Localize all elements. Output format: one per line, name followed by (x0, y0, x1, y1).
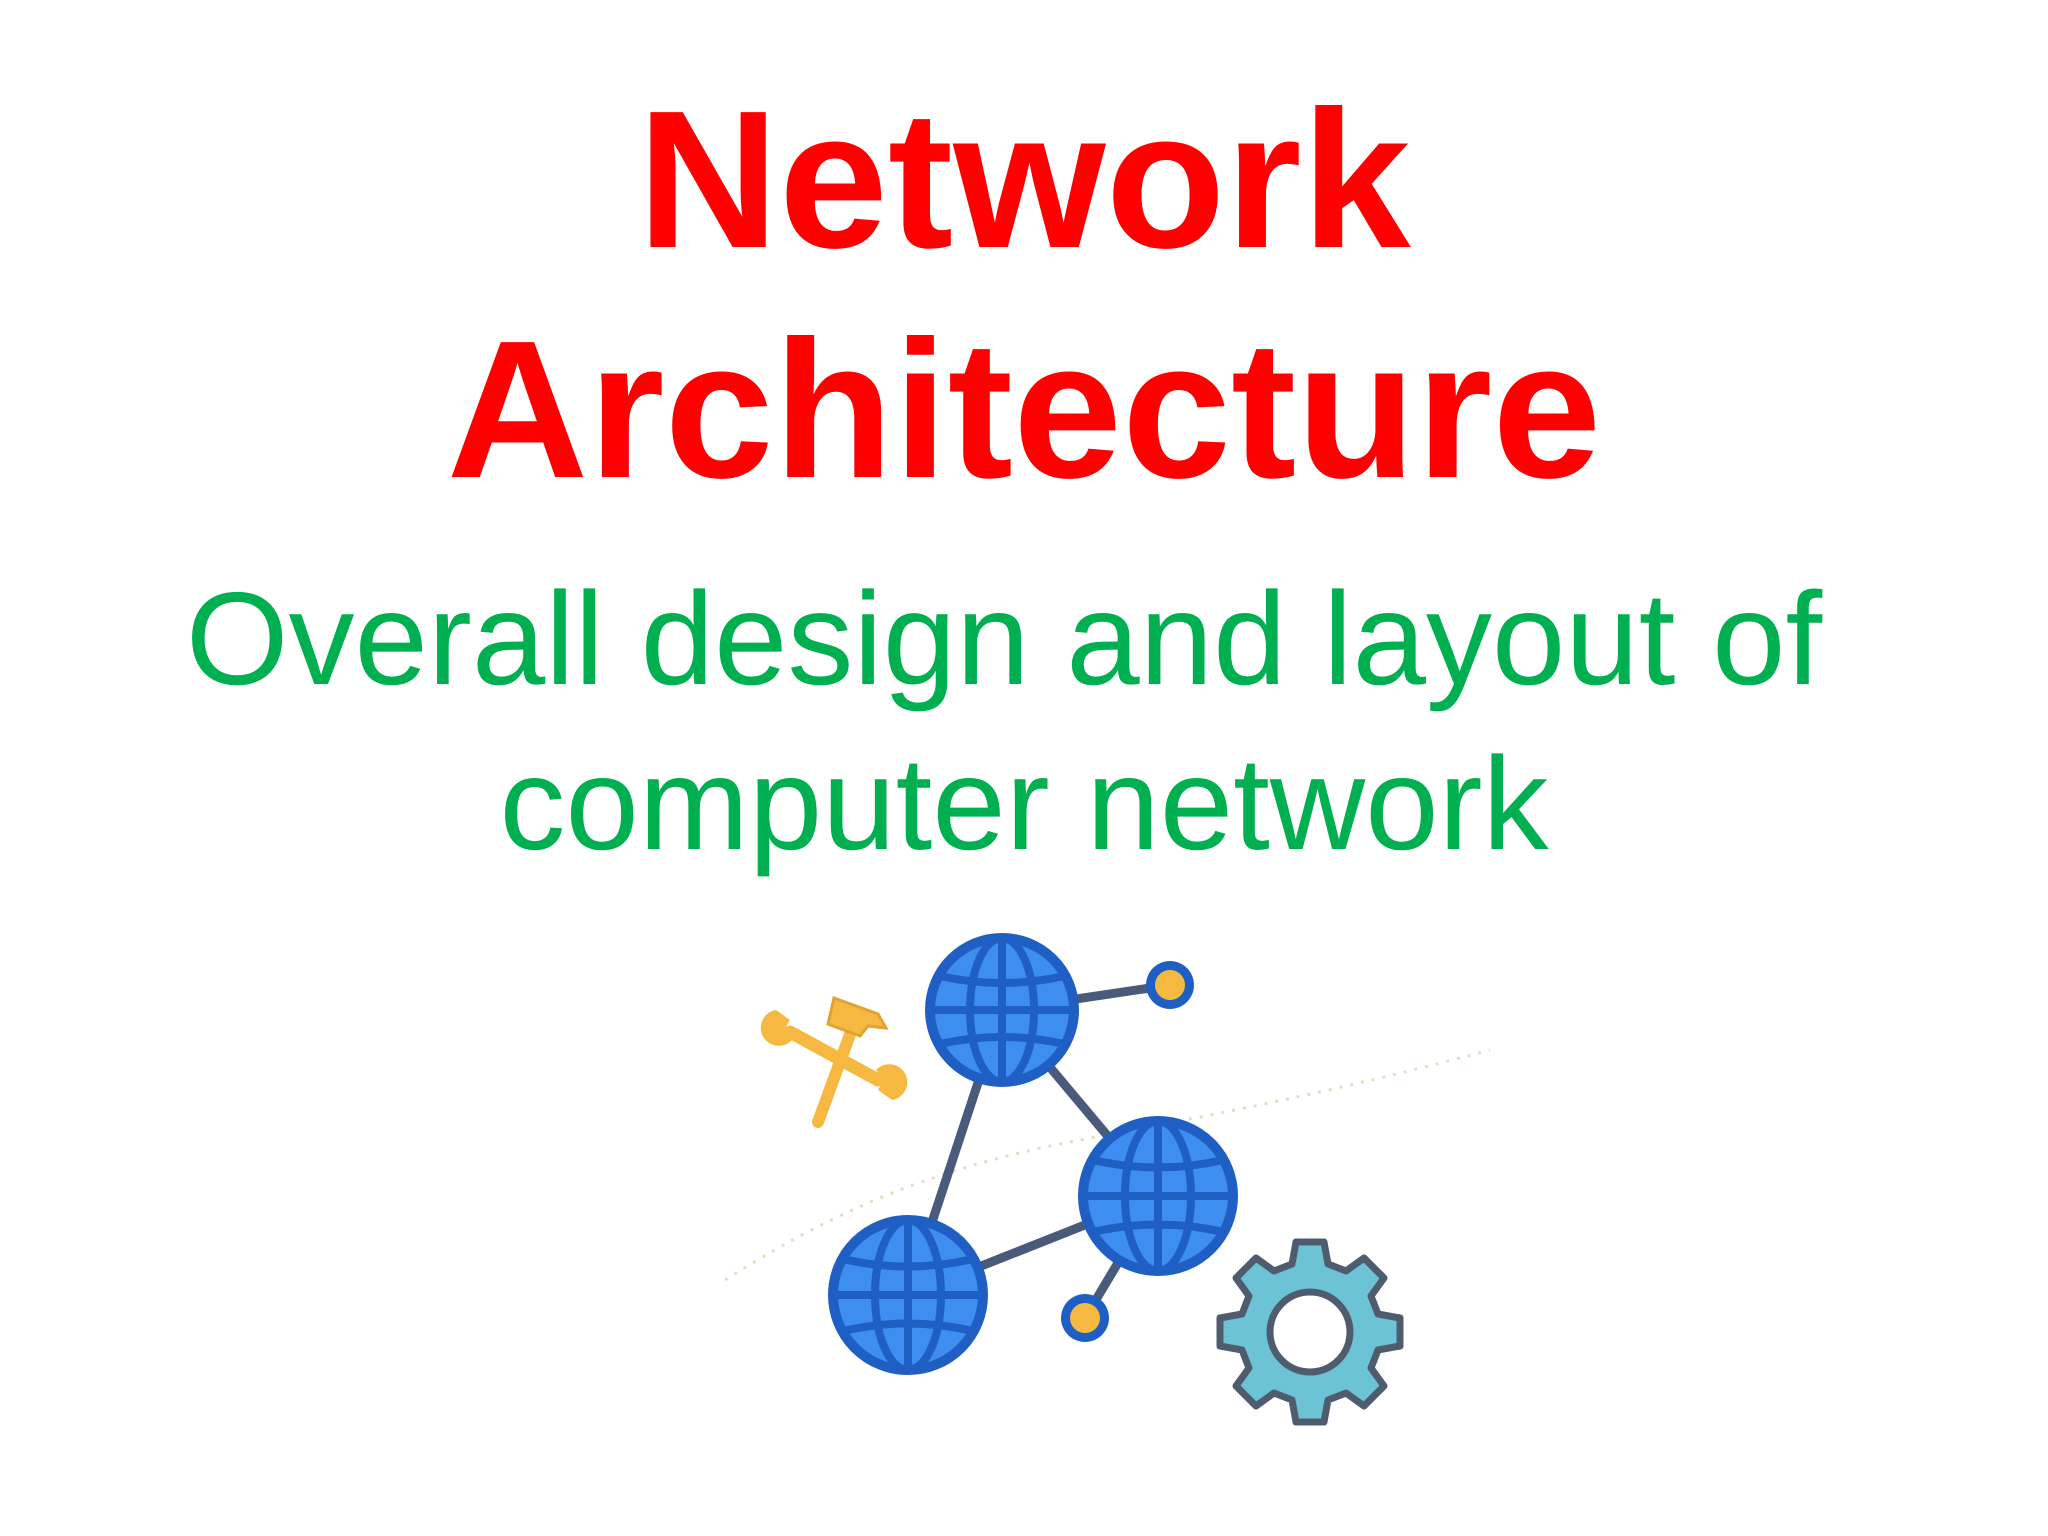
node-dot-top (1146, 961, 1194, 1009)
subtitle-line-2: computer network (499, 730, 1549, 877)
globe-icon (828, 1215, 988, 1375)
title-line-2: Architecture (446, 300, 1602, 519)
node-dot-bottom (1061, 1294, 1109, 1342)
decorative-dotted-curve (724, 1048, 1491, 1282)
title-line-1: Network (637, 70, 1411, 289)
globe-icon (925, 933, 1079, 1087)
tools-icon (760, 996, 908, 1128)
network-illustration (724, 933, 1491, 1426)
globe-icon (1078, 1116, 1238, 1276)
subtitle-line-1: Overall design and layout of (185, 565, 1823, 712)
gear-icon (1216, 1238, 1404, 1426)
